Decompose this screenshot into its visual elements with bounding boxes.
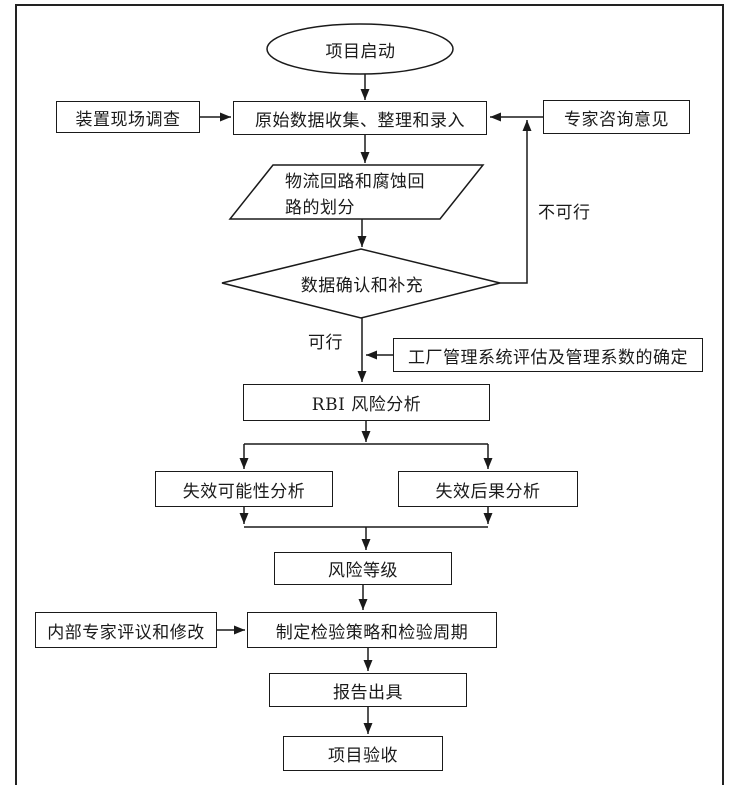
node-inspection-strategy: 制定检验策略和检验周期 [247,612,497,648]
node-risk-level-label: 风险等级 [328,561,398,581]
node-report-label: 报告出具 [333,682,403,703]
node-acceptance-label: 项目验收 [328,746,398,766]
edge-label-feasible: 可行 [308,333,343,353]
node-internal-review: 内部专家评议和修改 [35,612,217,648]
node-report: 报告出具 [269,673,467,707]
node-site-survey: 装置现场调查 [56,101,200,133]
node-expert-consult: 专家咨询意见 [543,100,690,134]
node-inspection-strategy-label: 制定检验策略和检验周期 [275,622,469,643]
node-risk-level: 风险等级 [274,552,452,585]
node-start: 项目启动 [268,26,453,73]
node-loop-division: 物流回路和腐蚀回路的划分 [285,169,435,219]
node-mgmt-system: 工厂管理系统评估及管理系数的确定 [393,338,703,372]
node-loop-division-label: 物流回路和腐蚀回路的划分 [285,172,425,218]
node-mgmt-system-label: 工厂管理系统评估及管理系数的确定 [408,347,688,368]
node-data-collection: 原始数据收集、整理和录入 [233,101,487,135]
node-data-confirm: 数据确认和补充 [262,266,462,300]
node-internal-review-label: 内部专家评议和修改 [47,622,205,643]
loop-division-parallelogram [228,164,485,220]
node-expert-consult-label: 专家咨询意见 [564,109,669,130]
start-ellipse [266,23,454,75]
node-start-label: 项目启动 [325,42,396,62]
node-data-confirm-label: 数据确认和补充 [300,275,424,296]
node-failure-probability-label: 失效可能性分析 [182,481,306,502]
node-failure-consequence-label: 失效后果分析 [435,481,541,502]
node-rbi-analysis-label: RBI 风险分析 [311,395,422,415]
node-acceptance: 项目验收 [283,736,443,771]
node-failure-consequence: 失效后果分析 [398,471,578,507]
page-frame [15,4,724,785]
node-site-survey-label: 装置现场调查 [75,109,181,130]
edge-label-infeasible: 不可行 [538,203,591,223]
node-failure-probability: 失效可能性分析 [155,471,333,507]
node-rbi-analysis: RBI 风险分析 [243,384,490,421]
node-data-collection-label: 原始数据收集、整理和录入 [255,110,465,131]
